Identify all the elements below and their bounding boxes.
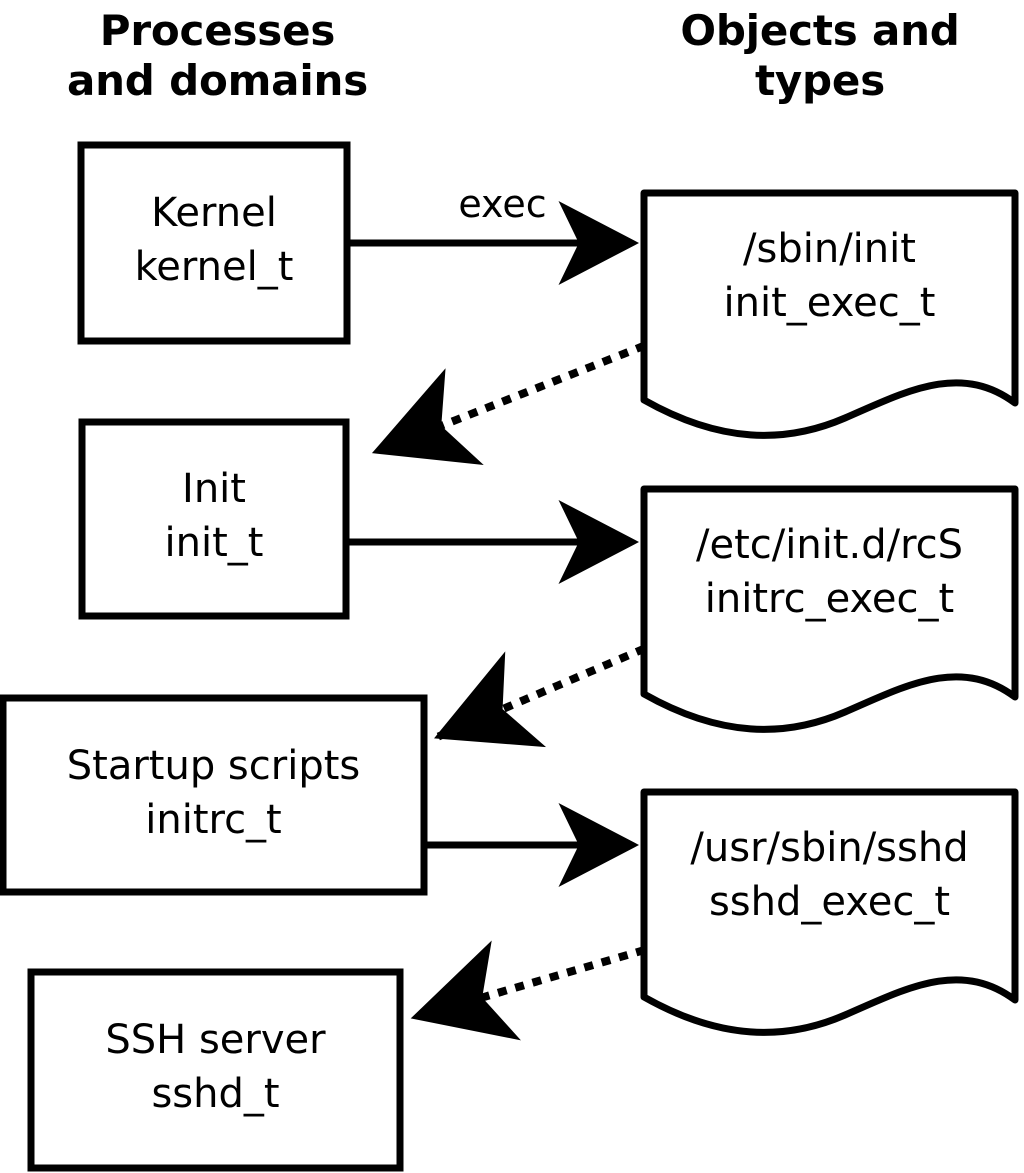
process-box-init[interactable] — [78, 418, 350, 620]
object-doc-init-exec[interactable] — [640, 189, 1019, 439]
column-header-objects: Objects and types — [680, 6, 960, 105]
process-box-sshd[interactable] — [27, 968, 404, 1172]
object-doc-sshd-exec[interactable] — [640, 788, 1019, 1036]
object-doc-initrc-exec[interactable] — [640, 485, 1019, 733]
process-box-initrc[interactable] — [0, 694, 428, 896]
edge-label-exec: exec — [458, 182, 547, 226]
edge-init-exec-transition-init — [371, 341, 647, 465]
edge-sshd-exec-transition-sshd — [410, 940, 646, 1041]
edge-initrc-exec-transition-initrc — [434, 644, 647, 748]
process-box-kernel[interactable] — [77, 141, 351, 345]
column-header-processes: Processes and domains — [66, 6, 369, 105]
